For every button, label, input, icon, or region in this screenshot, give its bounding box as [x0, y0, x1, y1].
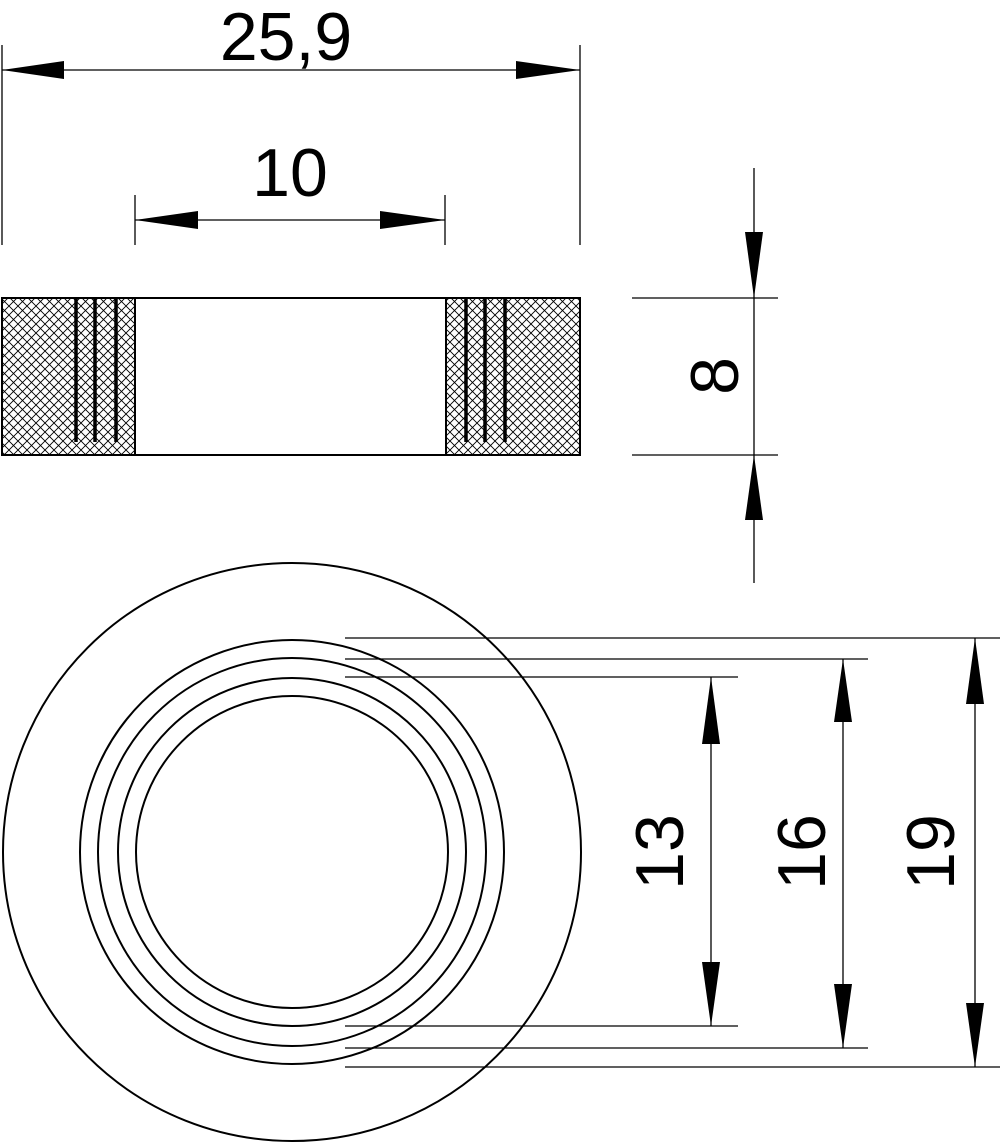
inner-width-label: 10 [252, 135, 328, 211]
diameter-extension-lines [345, 637, 1000, 1068]
arrowhead-down [966, 1003, 984, 1067]
arrowhead-up [745, 455, 763, 520]
diameter-13-dimension: 13 [622, 677, 720, 1026]
arrowhead-up [966, 638, 984, 704]
inner-width-dimension: 10 [134, 135, 446, 245]
arrowhead-down [745, 232, 763, 298]
diameter-16-label: 16 [764, 814, 840, 890]
height-label: 8 [677, 357, 753, 395]
diameter-19-dimension: 19 [893, 638, 984, 1067]
plan-view [2, 562, 582, 1142]
outer-circle [2, 562, 582, 1142]
arrowhead-left [135, 211, 198, 229]
overall-width-label: 25,9 [220, 0, 352, 75]
side-section-view [1, 297, 581, 456]
arrowhead-down [702, 962, 720, 1026]
arrowhead-up [702, 677, 720, 744]
diameter-19-label: 19 [893, 814, 969, 890]
diameter-16-dimension: 16 [764, 659, 852, 1048]
arrowhead-down [834, 984, 852, 1048]
arrowhead-right [516, 61, 580, 79]
diameter-13-label: 13 [622, 814, 698, 890]
arrowhead-up [834, 659, 852, 722]
arrowhead-right [380, 211, 445, 229]
thread-circle-1 [79, 639, 505, 1065]
arrowhead-left [2, 61, 64, 79]
height-dimension: 8 [632, 168, 778, 583]
bore-circle [135, 695, 449, 1009]
overall-width-dimension: 25,9 [1, 0, 581, 245]
thread-circle-2 [97, 657, 487, 1047]
thread-circle-3 [117, 677, 467, 1027]
